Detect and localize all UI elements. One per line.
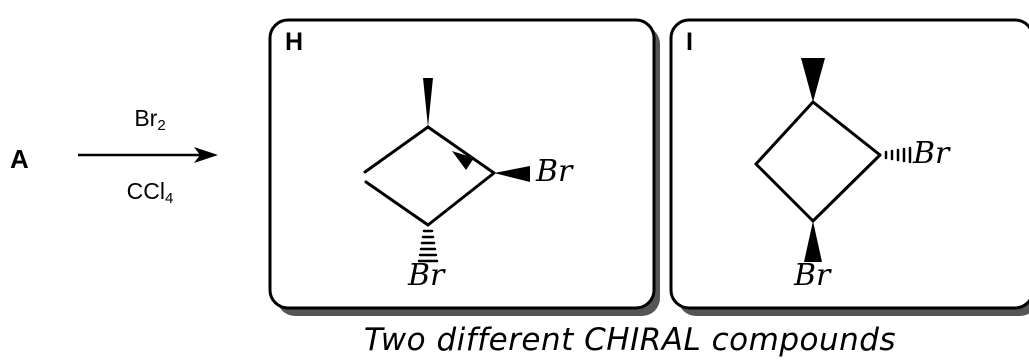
caption: Two different CHIRAL compounds — [363, 322, 897, 358]
molecule-i — [754, 58, 912, 262]
reagent-solvent-main: CCl — [126, 178, 165, 204]
reaction-arrow — [78, 147, 218, 163]
product-i-br-right: Br — [913, 136, 950, 171]
product-i-br-bottom: Br — [794, 258, 831, 293]
product-box-i — [669, 18, 1029, 316]
reagent-bromine: Br2 — [111, 105, 189, 134]
product-i-label: I — [686, 28, 693, 56]
product-h-label: H — [285, 28, 304, 56]
reagent-solvent: CCl4 — [111, 178, 189, 207]
molecule-h — [363, 78, 530, 263]
product-h-br-bottom: Br — [408, 258, 445, 293]
reagent-solvent-subscript: 4 — [165, 190, 174, 207]
product-h-br-right: Br — [536, 154, 573, 189]
reagent-bromine-subscript: 2 — [157, 117, 166, 134]
reactant-label: A — [10, 144, 29, 174]
reagent-bromine-main: Br — [134, 105, 158, 131]
